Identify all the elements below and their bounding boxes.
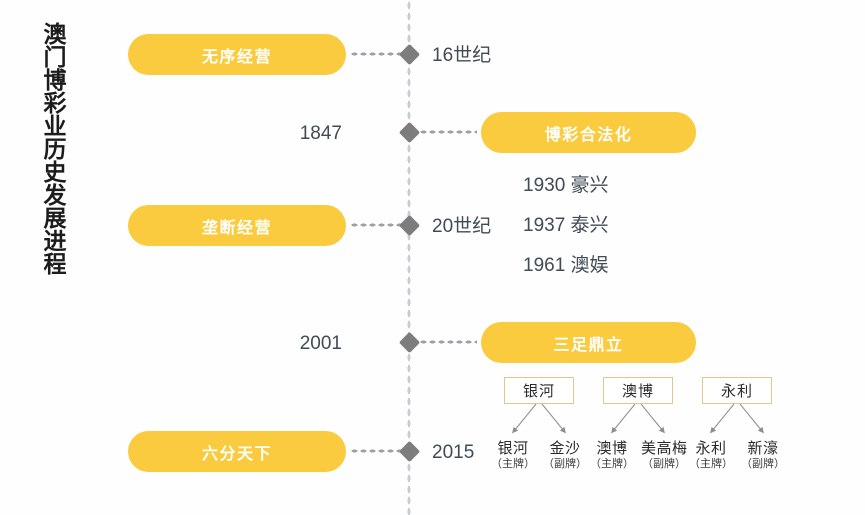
event-year-3: 2001 [299, 333, 342, 354]
license-group-2: 永利 永利 （主牌） 新濠 （副牌） [689, 377, 785, 482]
event-connector-3 [419, 340, 477, 344]
license-child-name: 金沙 [549, 440, 581, 457]
license-child-1-0: 澳博 （主牌） [589, 440, 635, 471]
license-arrows-1 [597, 403, 679, 441]
event-connector-4 [350, 449, 405, 453]
event-pill-label-3: 三足鼎立 [553, 336, 624, 354]
event-year-1: 1847 [299, 123, 342, 144]
license-child-badge: （副牌） [741, 457, 785, 470]
event-node-4 [398, 440, 421, 463]
event-connector-2 [350, 223, 405, 227]
detail-item-2: 1961 澳娱 [523, 255, 609, 276]
license-child-badge: （主牌） [491, 457, 535, 470]
license-parent-1[interactable]: 澳博 [603, 377, 673, 404]
event-pill-1[interactable]: 博彩合法化 [481, 112, 696, 153]
license-children-0: 银河 （主牌） 金沙 （副牌） [490, 440, 588, 471]
event-connector-0 [350, 52, 405, 56]
license-child-badge: （主牌） [590, 457, 634, 470]
license-child-0-0: 银河 （主牌） [490, 440, 536, 471]
license-child-name: 美高梅 [641, 440, 688, 457]
license-tree: 银河 银河 （主牌） 金沙 [491, 377, 798, 482]
license-child-badge: （副牌） [642, 457, 686, 470]
branch-arrows-icon [512, 403, 566, 434]
event-pill-3[interactable]: 三足鼎立 [481, 322, 696, 363]
event-pill-4[interactable]: 六分天下 [128, 431, 346, 472]
event-node-0 [398, 43, 421, 66]
license-arrows-0 [498, 403, 580, 441]
page-title: 澳门博彩业历史发展进程 [40, 22, 66, 275]
event-pill-0[interactable]: 无序经营 [128, 34, 346, 75]
license-parent-2[interactable]: 永利 [702, 377, 772, 404]
event-pill-label-0: 无序经营 [201, 48, 272, 66]
license-child-name: 永利 [695, 440, 727, 457]
detail-item-0: 1930 豪兴 [523, 175, 609, 196]
event-year-4: 2015 [432, 442, 475, 463]
license-parent-0[interactable]: 银河 [504, 377, 574, 404]
branch-arrows-icon [710, 403, 764, 434]
license-child-1-1: 美高梅 （副牌） [641, 440, 687, 471]
event-pill-label-1: 博彩合法化 [544, 126, 633, 144]
event-pill-label-4: 六分天下 [201, 445, 272, 463]
event-pill-label-2: 垄断经营 [201, 219, 272, 237]
event-node-1 [398, 121, 421, 144]
license-child-0-1: 金沙 （副牌） [542, 440, 588, 471]
event-connector-1 [419, 130, 477, 134]
detail-item-1: 1937 泰兴 [523, 215, 609, 236]
license-children-2: 永利 （主牌） 新濠 （副牌） [688, 440, 786, 471]
event-node-2 [398, 214, 421, 237]
license-child-name: 澳博 [596, 440, 628, 457]
event-year-2: 20世纪 [432, 216, 492, 237]
license-group-0: 银河 银河 （主牌） 金沙 [491, 377, 587, 482]
license-child-badge: （副牌） [543, 457, 587, 470]
license-group-1: 澳博 澳博 （主牌） 美高梅 （副牌） [590, 377, 687, 482]
event-node-3 [398, 331, 421, 354]
license-child-name: 新濠 [747, 440, 779, 457]
license-children-1: 澳博 （主牌） 美高梅 （副牌） [589, 440, 687, 471]
detail-list: 1930 豪兴 1937 泰兴 1961 澳娱 [523, 176, 609, 275]
license-child-badge: （主牌） [689, 457, 733, 470]
license-child-name: 银河 [497, 440, 529, 457]
license-child-2-0: 永利 （主牌） [688, 440, 734, 471]
license-arrows-2 [696, 403, 778, 441]
license-child-2-1: 新濠 （副牌） [740, 440, 786, 471]
branch-arrows-icon [611, 403, 665, 434]
timeline-axis [407, 0, 411, 515]
event-year-0: 16世纪 [432, 45, 492, 66]
event-pill-2[interactable]: 垄断经营 [128, 205, 346, 246]
